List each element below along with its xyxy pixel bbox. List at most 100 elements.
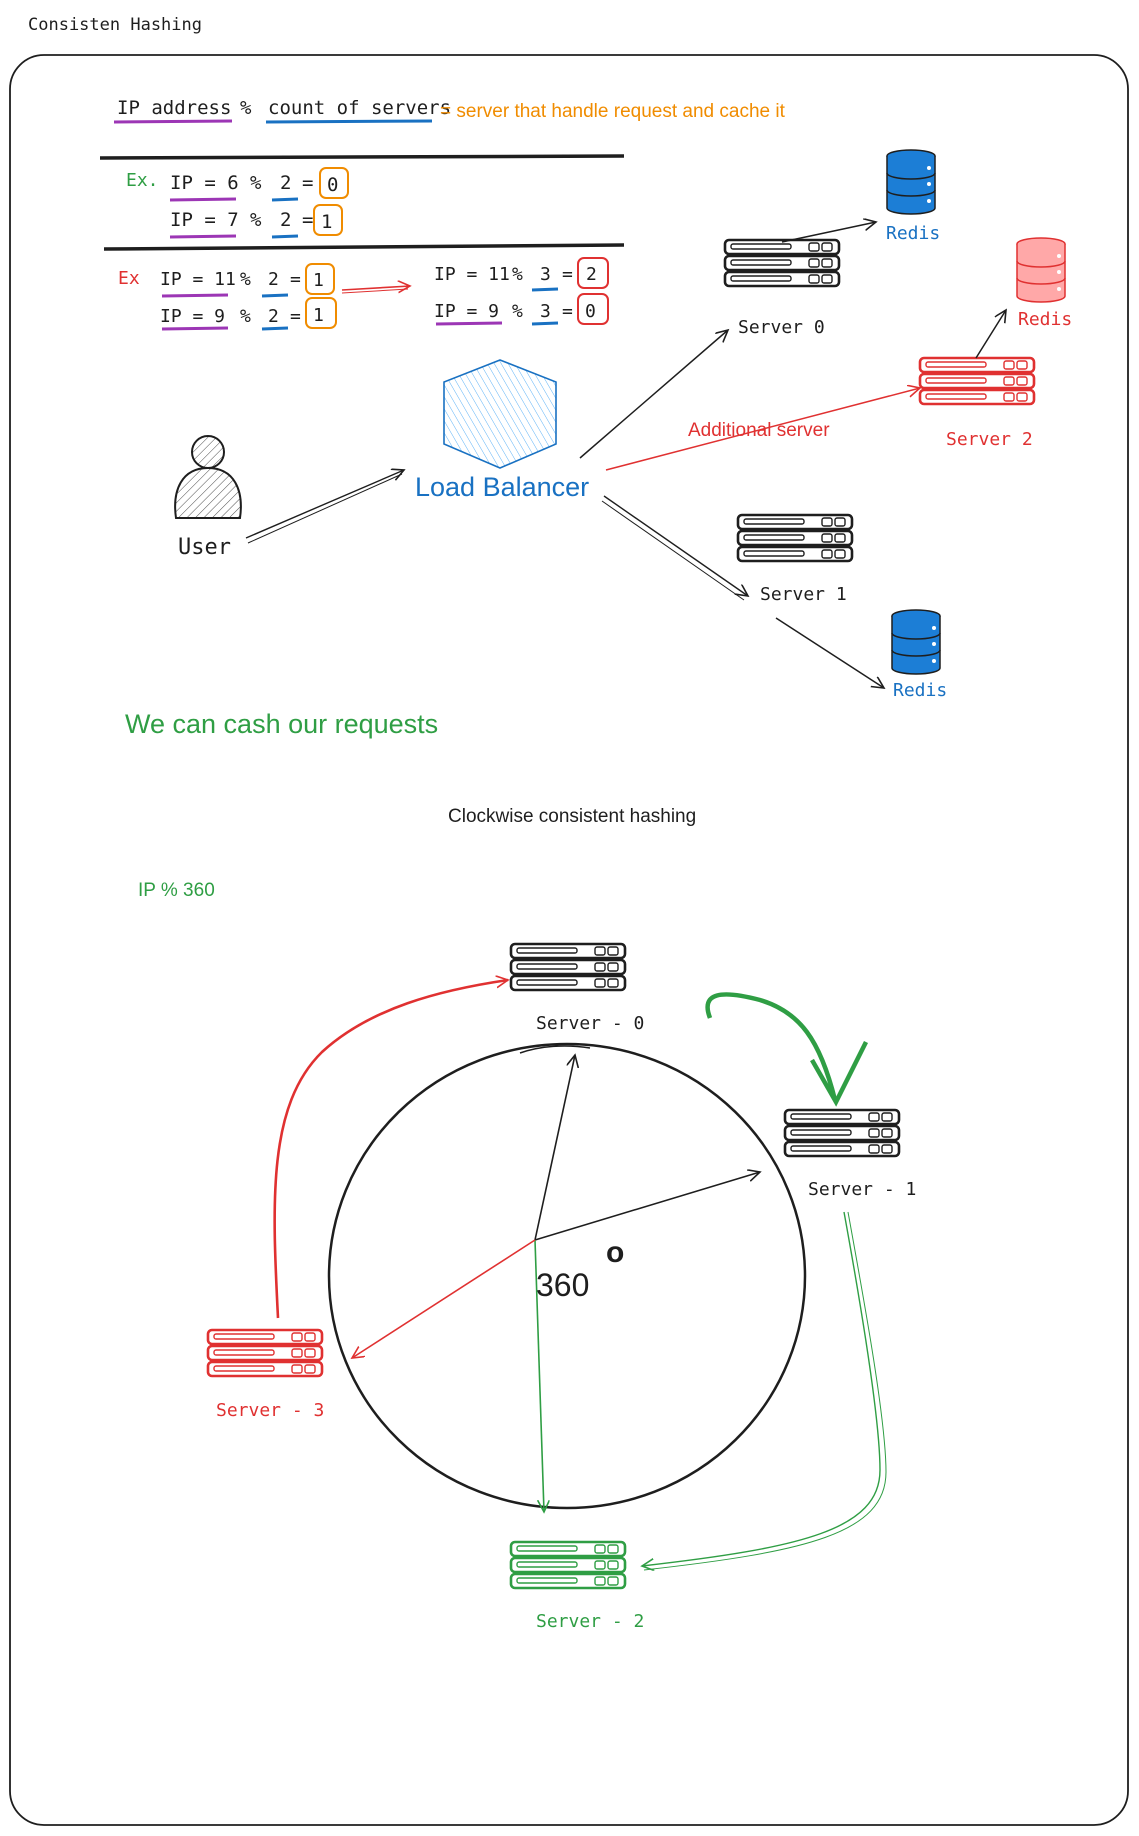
example2-after-row2-result: 0: [585, 301, 596, 322]
redis1-label: Redis: [893, 680, 947, 701]
lb-to-server1-arrow: [603, 495, 748, 596]
underline: [161, 293, 229, 298]
example2-after-row2-mod: %: [512, 301, 523, 322]
load-balancer-label: Load Balancer: [415, 472, 589, 502]
example1-row-1: IP = 6 % 2 = 0: [169, 167, 349, 202]
ring-server1-label: Server - 1: [808, 1179, 916, 1200]
example1-row1-result: 0: [327, 174, 338, 196]
box: [319, 167, 349, 199]
redis0-label: Redis: [886, 223, 940, 244]
redis1-icon: [891, 609, 941, 675]
example2-row2-result: 1: [313, 305, 324, 326]
path: [810, 1040, 869, 1107]
ring-server2-icon: [509, 1540, 627, 1590]
formula-ip-underline: [113, 119, 233, 124]
separator-middle: [103, 243, 625, 251]
example1-row-2: IP = 7 % 2 = 1: [169, 204, 343, 239]
server2-label: Server 2: [946, 429, 1033, 450]
server1-to-redis-arrow: [775, 617, 884, 688]
box: [577, 257, 609, 289]
example2-row1-mod: %: [240, 269, 251, 290]
example2-after-row2-ip: IP = 9: [434, 301, 499, 322]
ring-formula: IP % 360: [138, 880, 215, 901]
example1-row2-mod: %: [250, 209, 262, 231]
box: [313, 204, 343, 236]
degree-label: 360: [536, 1267, 589, 1303]
example2-row1-ip: IP = 11: [160, 269, 236, 290]
green-clockwise-arrow: [705, 992, 838, 1101]
example2-after-row1-count: 3: [540, 264, 551, 285]
page-title: Consisten Hashing: [28, 15, 202, 35]
box: [305, 297, 337, 329]
green-curve-arrow: [642, 1211, 881, 1566]
arrow: [247, 473, 403, 544]
example2-after-row2-eq: =: [562, 301, 573, 322]
outer-frame: [9, 54, 1129, 1826]
ring-arrow-server1: [534, 1172, 760, 1241]
cache-note: We can cash our requests: [125, 709, 438, 739]
separator-top: [99, 154, 625, 160]
server0-to-redis-arrow: [781, 222, 876, 243]
example2-after-row1-eq: =: [562, 264, 573, 285]
path: [519, 1045, 591, 1054]
user-icon: [174, 435, 242, 519]
underline: [169, 197, 237, 202]
example2-row1-result: 1: [313, 270, 324, 291]
redis2-icon: [1016, 237, 1066, 303]
ring-server0-icon: [509, 942, 627, 992]
example2-row2-eq: =: [290, 306, 301, 327]
ring-arrow-server0: [534, 1055, 575, 1241]
example2-row1-count: 2: [268, 269, 279, 290]
ring-arrow-server3: [352, 1239, 536, 1358]
ring-server3-label: Server - 3: [216, 1400, 324, 1421]
underline: [271, 197, 299, 202]
formula-count-label: count of servers: [268, 97, 451, 119]
example1-row1-eq: =: [302, 172, 313, 194]
example2-after-row1-ip: IP = 11: [434, 264, 510, 285]
example2-after-row1-mod: %: [512, 264, 523, 285]
example2-arrow: [341, 286, 410, 290]
example2-row2-count: 2: [268, 306, 279, 327]
server1-label: Server 1: [760, 584, 847, 605]
underline: [271, 234, 299, 239]
hash-ring: [327, 1042, 807, 1510]
underline: [261, 293, 289, 298]
example2-row2-mod: %: [240, 306, 251, 327]
degree-symbol: o: [606, 1236, 624, 1269]
underline: [169, 234, 237, 239]
underline: [435, 321, 503, 326]
example2-after-row-2: IP = 9 % 3 = 0: [434, 293, 609, 326]
red-curve-arrow: [273, 980, 508, 1319]
path: [643, 1211, 887, 1571]
formula-result: = server that handle request and cache i…: [440, 101, 786, 122]
underline: [261, 326, 289, 331]
example1-row2-ip: IP = 7: [170, 209, 239, 231]
underline: [161, 326, 229, 331]
example1-row2-result: 1: [321, 211, 332, 233]
redis0-icon: [886, 149, 936, 215]
example1-row2-eq: =: [302, 209, 313, 231]
server0-icon: [723, 238, 841, 288]
ring-server0-label: Server - 0: [536, 1013, 644, 1034]
additional-server-label: Additional server: [688, 420, 830, 441]
underline: [531, 321, 559, 326]
formula-mod: %: [240, 97, 252, 119]
user-label: User: [178, 535, 231, 560]
example1-label: Ex.: [126, 170, 159, 191]
box: [305, 263, 335, 295]
server0-label: Server 0: [738, 317, 825, 338]
ring-server1-icon: [783, 1108, 901, 1158]
example2-row-1: IP = 11 % 2 = 1: [160, 263, 335, 298]
ring-arrow-server2: [534, 1239, 544, 1512]
load-balancer-icon: [443, 359, 557, 469]
example2-after-row2-count: 3: [540, 301, 551, 322]
lb-to-server2-arrow: [605, 388, 920, 471]
example2-after-row1-result: 2: [586, 264, 597, 285]
example1-row1-count: 2: [280, 172, 291, 194]
example2-label: Ex: [118, 268, 140, 289]
user-to-lb-arrow: [245, 470, 404, 539]
example2-row1-eq: =: [290, 269, 301, 290]
server2-icon: [918, 356, 1036, 406]
example2-after-row-1: IP = 11 % 3 = 2: [434, 257, 609, 292]
